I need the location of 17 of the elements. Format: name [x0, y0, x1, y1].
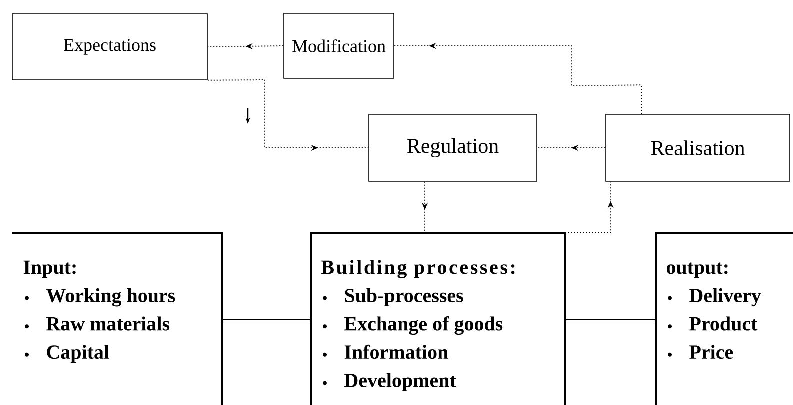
process-box: Regulation [368, 114, 538, 182]
list-item: Capital [47, 345, 110, 364]
list-item: Price [690, 345, 734, 360]
list-item: Delivery [690, 288, 762, 307]
list-item: Information [344, 344, 448, 360]
list-item: Development [344, 373, 456, 392]
process-box: Modification [284, 13, 394, 79]
list-item: Working hours [46, 288, 176, 307]
list-heading: Input: [24, 260, 76, 278]
process-box: Realisation [606, 114, 790, 182]
list-item: Product [690, 316, 758, 331]
list-item: Raw materials [46, 316, 170, 331]
process-box: Expectations [12, 14, 208, 80]
list-heading: Building processes: [322, 260, 515, 278]
list-heading: output: [666, 262, 728, 278]
list-item: Sub-processes [345, 288, 464, 307]
list-item: Exchange of goods [344, 316, 503, 335]
